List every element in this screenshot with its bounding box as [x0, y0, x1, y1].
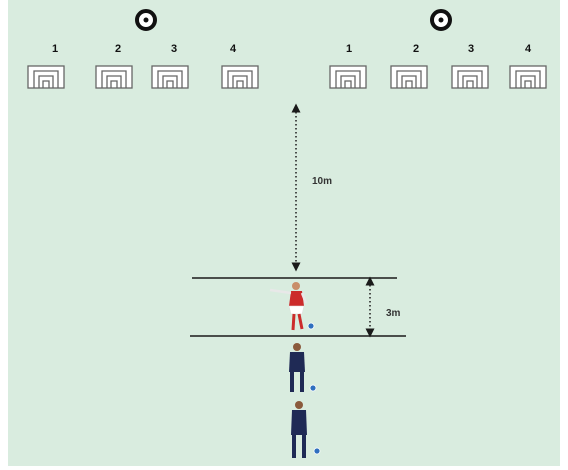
right-target-2-icon: [391, 66, 427, 88]
left-target-4-icon: [222, 66, 258, 88]
kicker-player-icon: [270, 282, 306, 330]
left-number-2: 2: [115, 43, 121, 55]
right-goal-icon: [432, 11, 450, 29]
right-number-1: 1: [346, 43, 352, 55]
right-target-1-icon: [330, 66, 366, 88]
ball-icon: [310, 385, 316, 391]
ball-icon: [308, 323, 314, 329]
left-goal-icon: [137, 11, 155, 29]
distance-10m-label: 10m: [312, 176, 332, 187]
waiting-player-1-icon: [289, 343, 305, 392]
right-target-3-icon: [452, 66, 488, 88]
ball-icon: [314, 448, 320, 454]
right-number-4: 4: [525, 43, 532, 55]
waiting-player-2-icon: [291, 401, 307, 458]
right-number-2: 2: [413, 43, 419, 55]
left-number-1: 1: [52, 43, 58, 55]
left-number-4: 4: [230, 43, 237, 55]
left-target-2-icon: [96, 66, 132, 88]
right-target-4-icon: [510, 66, 546, 88]
left-number-3: 3: [171, 43, 177, 55]
distance-3m-label: 3m: [386, 308, 401, 319]
right-number-3: 3: [468, 43, 474, 55]
left-target-1-icon: [28, 66, 64, 88]
left-target-3-icon: [152, 66, 188, 88]
